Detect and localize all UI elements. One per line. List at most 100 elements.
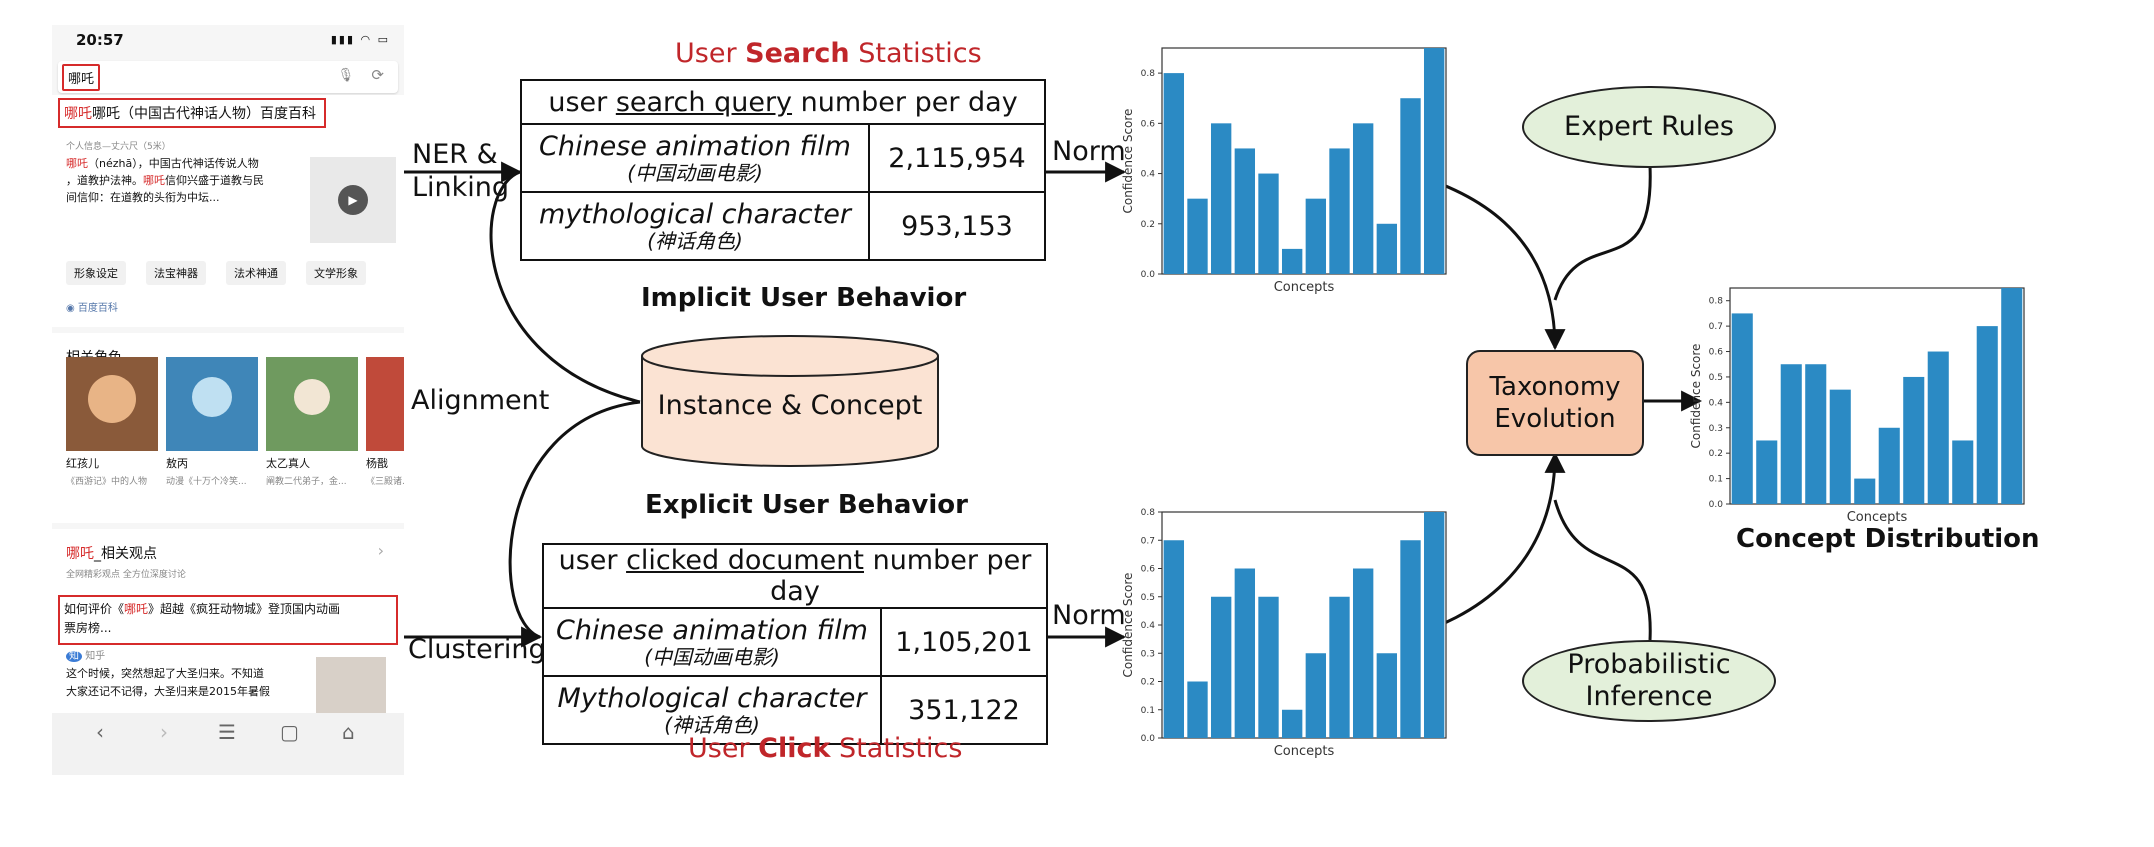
bar-1 bbox=[1187, 198, 1208, 274]
bar-9 bbox=[1952, 440, 1974, 504]
nav-tabs-icon[interactable]: ▢ bbox=[280, 720, 299, 744]
click-stats-table: user clicked document number per day Chi… bbox=[542, 543, 1048, 745]
ytick-label-6: 0.6 bbox=[1141, 565, 1156, 575]
search-row-0-value: 2,115,954 bbox=[868, 123, 1046, 193]
ytick-label-3: 0.3 bbox=[1709, 424, 1723, 434]
x-axis-label: Concepts bbox=[1847, 510, 1908, 525]
bar-6 bbox=[1305, 653, 1327, 738]
bar-11 bbox=[1423, 48, 1445, 274]
bar-2 bbox=[1210, 596, 1232, 738]
bar-7 bbox=[1329, 596, 1350, 738]
bar-3 bbox=[1805, 364, 1827, 504]
refresh-icon[interactable]: ⟳ bbox=[371, 66, 384, 84]
x-axis-label: Concepts bbox=[1274, 280, 1335, 295]
role-sub-1: 动漫《十万个冷笑... bbox=[166, 477, 247, 487]
bar-6 bbox=[1878, 427, 1900, 504]
nav-back-icon[interactable]: ‹ bbox=[96, 720, 104, 744]
play-icon[interactable]: ▶ bbox=[338, 185, 368, 215]
role-name-0[interactable]: 红孩儿 bbox=[66, 457, 99, 470]
mic-icon[interactable]: 🎙 bbox=[337, 68, 354, 83]
click-row-1-value: 351,122 bbox=[880, 675, 1048, 745]
baidu-icon: ◉ bbox=[66, 303, 78, 314]
curve-db-bottom bbox=[508, 400, 641, 639]
article-title[interactable]: 如何评价《哪吒》超越《疯狂动物城》登顶国内动画票房榜... bbox=[64, 602, 341, 635]
ner-label: NER &Linking bbox=[412, 139, 510, 203]
click-stats-title: User Click Statistics bbox=[688, 733, 963, 764]
nav-home-icon[interactable]: ⌂ bbox=[342, 720, 355, 744]
search-bar[interactable]: 哪吒 🎙 ⟳ bbox=[58, 61, 398, 93]
source-label[interactable]: ◉ 百度百科 bbox=[66, 303, 118, 314]
result-title-box[interactable]: 哪吒哪吒（中国古代神话人物）百度百科 bbox=[58, 98, 326, 128]
article-box[interactable]: 如何评价《哪吒》超越《疯狂动物城》登顶国内动画票房榜... bbox=[58, 595, 398, 645]
role-sub-0: 《西游记》中的人物 bbox=[66, 477, 148, 487]
instance-concept-db bbox=[641, 335, 939, 467]
bar-11 bbox=[2001, 288, 2023, 504]
result-card: 哪吒哪吒（中国古代神话人物）百度百科 个人信息—丈六尺（5米） 哪吒（nézhā… bbox=[52, 95, 404, 327]
search-row-1-concept: mythological character(神话角色) bbox=[520, 191, 870, 261]
ytick-label-0: 0.0 bbox=[1141, 734, 1156, 744]
implicit-caption: Implicit User Behavior bbox=[641, 283, 967, 313]
bar-5 bbox=[1281, 709, 1303, 738]
ytick-label-7: 0.7 bbox=[1141, 536, 1155, 546]
ytick-label-3: 0.3 bbox=[1141, 649, 1155, 659]
article-body-1: 这个时候，突然想起了大圣归来。不知道 bbox=[66, 667, 264, 680]
ytick-label-4: 0.4 bbox=[1709, 398, 1724, 408]
tag-1[interactable]: 法宝神器 bbox=[146, 261, 206, 285]
role-thumb-3 bbox=[366, 357, 404, 451]
tag-0[interactable]: 形象设定 bbox=[66, 261, 126, 285]
role-name-1[interactable]: 敖丙 bbox=[166, 457, 188, 470]
y-axis-label: Confidence Score bbox=[1121, 109, 1135, 214]
plot-frame bbox=[1161, 47, 1447, 275]
tag-3[interactable]: 文学形象 bbox=[306, 261, 366, 285]
ytick-label-2: 0.2 bbox=[1141, 678, 1155, 688]
bar-1 bbox=[1756, 440, 1778, 504]
status-icons: ▮▮▮ ◠ ▭ bbox=[330, 33, 390, 46]
plot-frame bbox=[1729, 287, 2025, 505]
expert-rules-node: Expert Rules bbox=[1522, 86, 1776, 168]
bar-9 bbox=[1376, 653, 1398, 738]
bar-2 bbox=[1780, 364, 1802, 504]
views-sub: 全网精彩观点 全方位深度讨论 bbox=[66, 570, 186, 580]
bar-5 bbox=[1854, 478, 1876, 504]
role-face-0 bbox=[88, 375, 136, 423]
ytick-label-5: 0.5 bbox=[1141, 593, 1155, 603]
phone-screenshot: 20:57 ▮▮▮ ◠ ▭ 哪吒 🎙 ⟳ 哪吒哪吒（中国古代神话人物）百度百科 … bbox=[52, 25, 404, 775]
curve-prob bbox=[1553, 499, 1652, 641]
ytick-label-0: 0.0 bbox=[1141, 270, 1156, 280]
ytick-label-2: 0.4 bbox=[1141, 170, 1156, 180]
bar-10 bbox=[1400, 540, 1421, 738]
role-face-2 bbox=[294, 379, 330, 415]
ytick-label-0: 0.0 bbox=[1709, 500, 1724, 510]
role-thumbnails[interactable] bbox=[66, 357, 404, 457]
bar-10 bbox=[1400, 98, 1421, 274]
nav-forward-icon[interactable]: › bbox=[160, 720, 168, 744]
ytick-label-8: 0.8 bbox=[1709, 297, 1724, 307]
bar-5 bbox=[1281, 248, 1303, 274]
search-query[interactable]: 哪吒 bbox=[62, 64, 101, 91]
status-time: 20:57 bbox=[76, 31, 124, 49]
search-stats-title: User Search Statistics bbox=[675, 38, 982, 69]
y-axis-label: Confidence Score bbox=[1121, 573, 1135, 678]
click-confidence-chart: 0.00.10.20.30.40.50.60.70.8ConceptsConfi… bbox=[1121, 508, 1447, 759]
bar-1 bbox=[1187, 681, 1208, 738]
x-axis-label: Concepts bbox=[1274, 744, 1335, 759]
nav-menu-icon[interactable]: ☰ bbox=[218, 720, 236, 744]
ytick-label-2: 0.2 bbox=[1709, 449, 1723, 459]
plot-frame bbox=[1161, 511, 1447, 739]
curve-top-db bbox=[489, 170, 641, 404]
role-name-2[interactable]: 太乙真人 bbox=[266, 457, 310, 470]
concept-distribution-title: Concept Distribution bbox=[1736, 524, 2040, 554]
chevron-right-icon[interactable]: › bbox=[377, 541, 384, 560]
result-title[interactable]: 哪吒哪吒（中国古代神话人物）百度百科 bbox=[64, 106, 316, 122]
ytick-label-1: 0.1 bbox=[1709, 475, 1723, 485]
bar-7 bbox=[1903, 376, 1925, 504]
role-name-3[interactable]: 杨戬 bbox=[366, 457, 388, 470]
tag-2[interactable]: 法术神通 bbox=[226, 261, 286, 285]
article-image bbox=[316, 657, 386, 715]
role-sub-3: 《三殿诸... bbox=[366, 477, 404, 487]
video-thumb[interactable]: ▶ bbox=[310, 157, 396, 243]
views-title[interactable]: 哪吒_相关观点 bbox=[66, 546, 157, 562]
click-table-header: user clicked document number per day bbox=[542, 543, 1048, 609]
